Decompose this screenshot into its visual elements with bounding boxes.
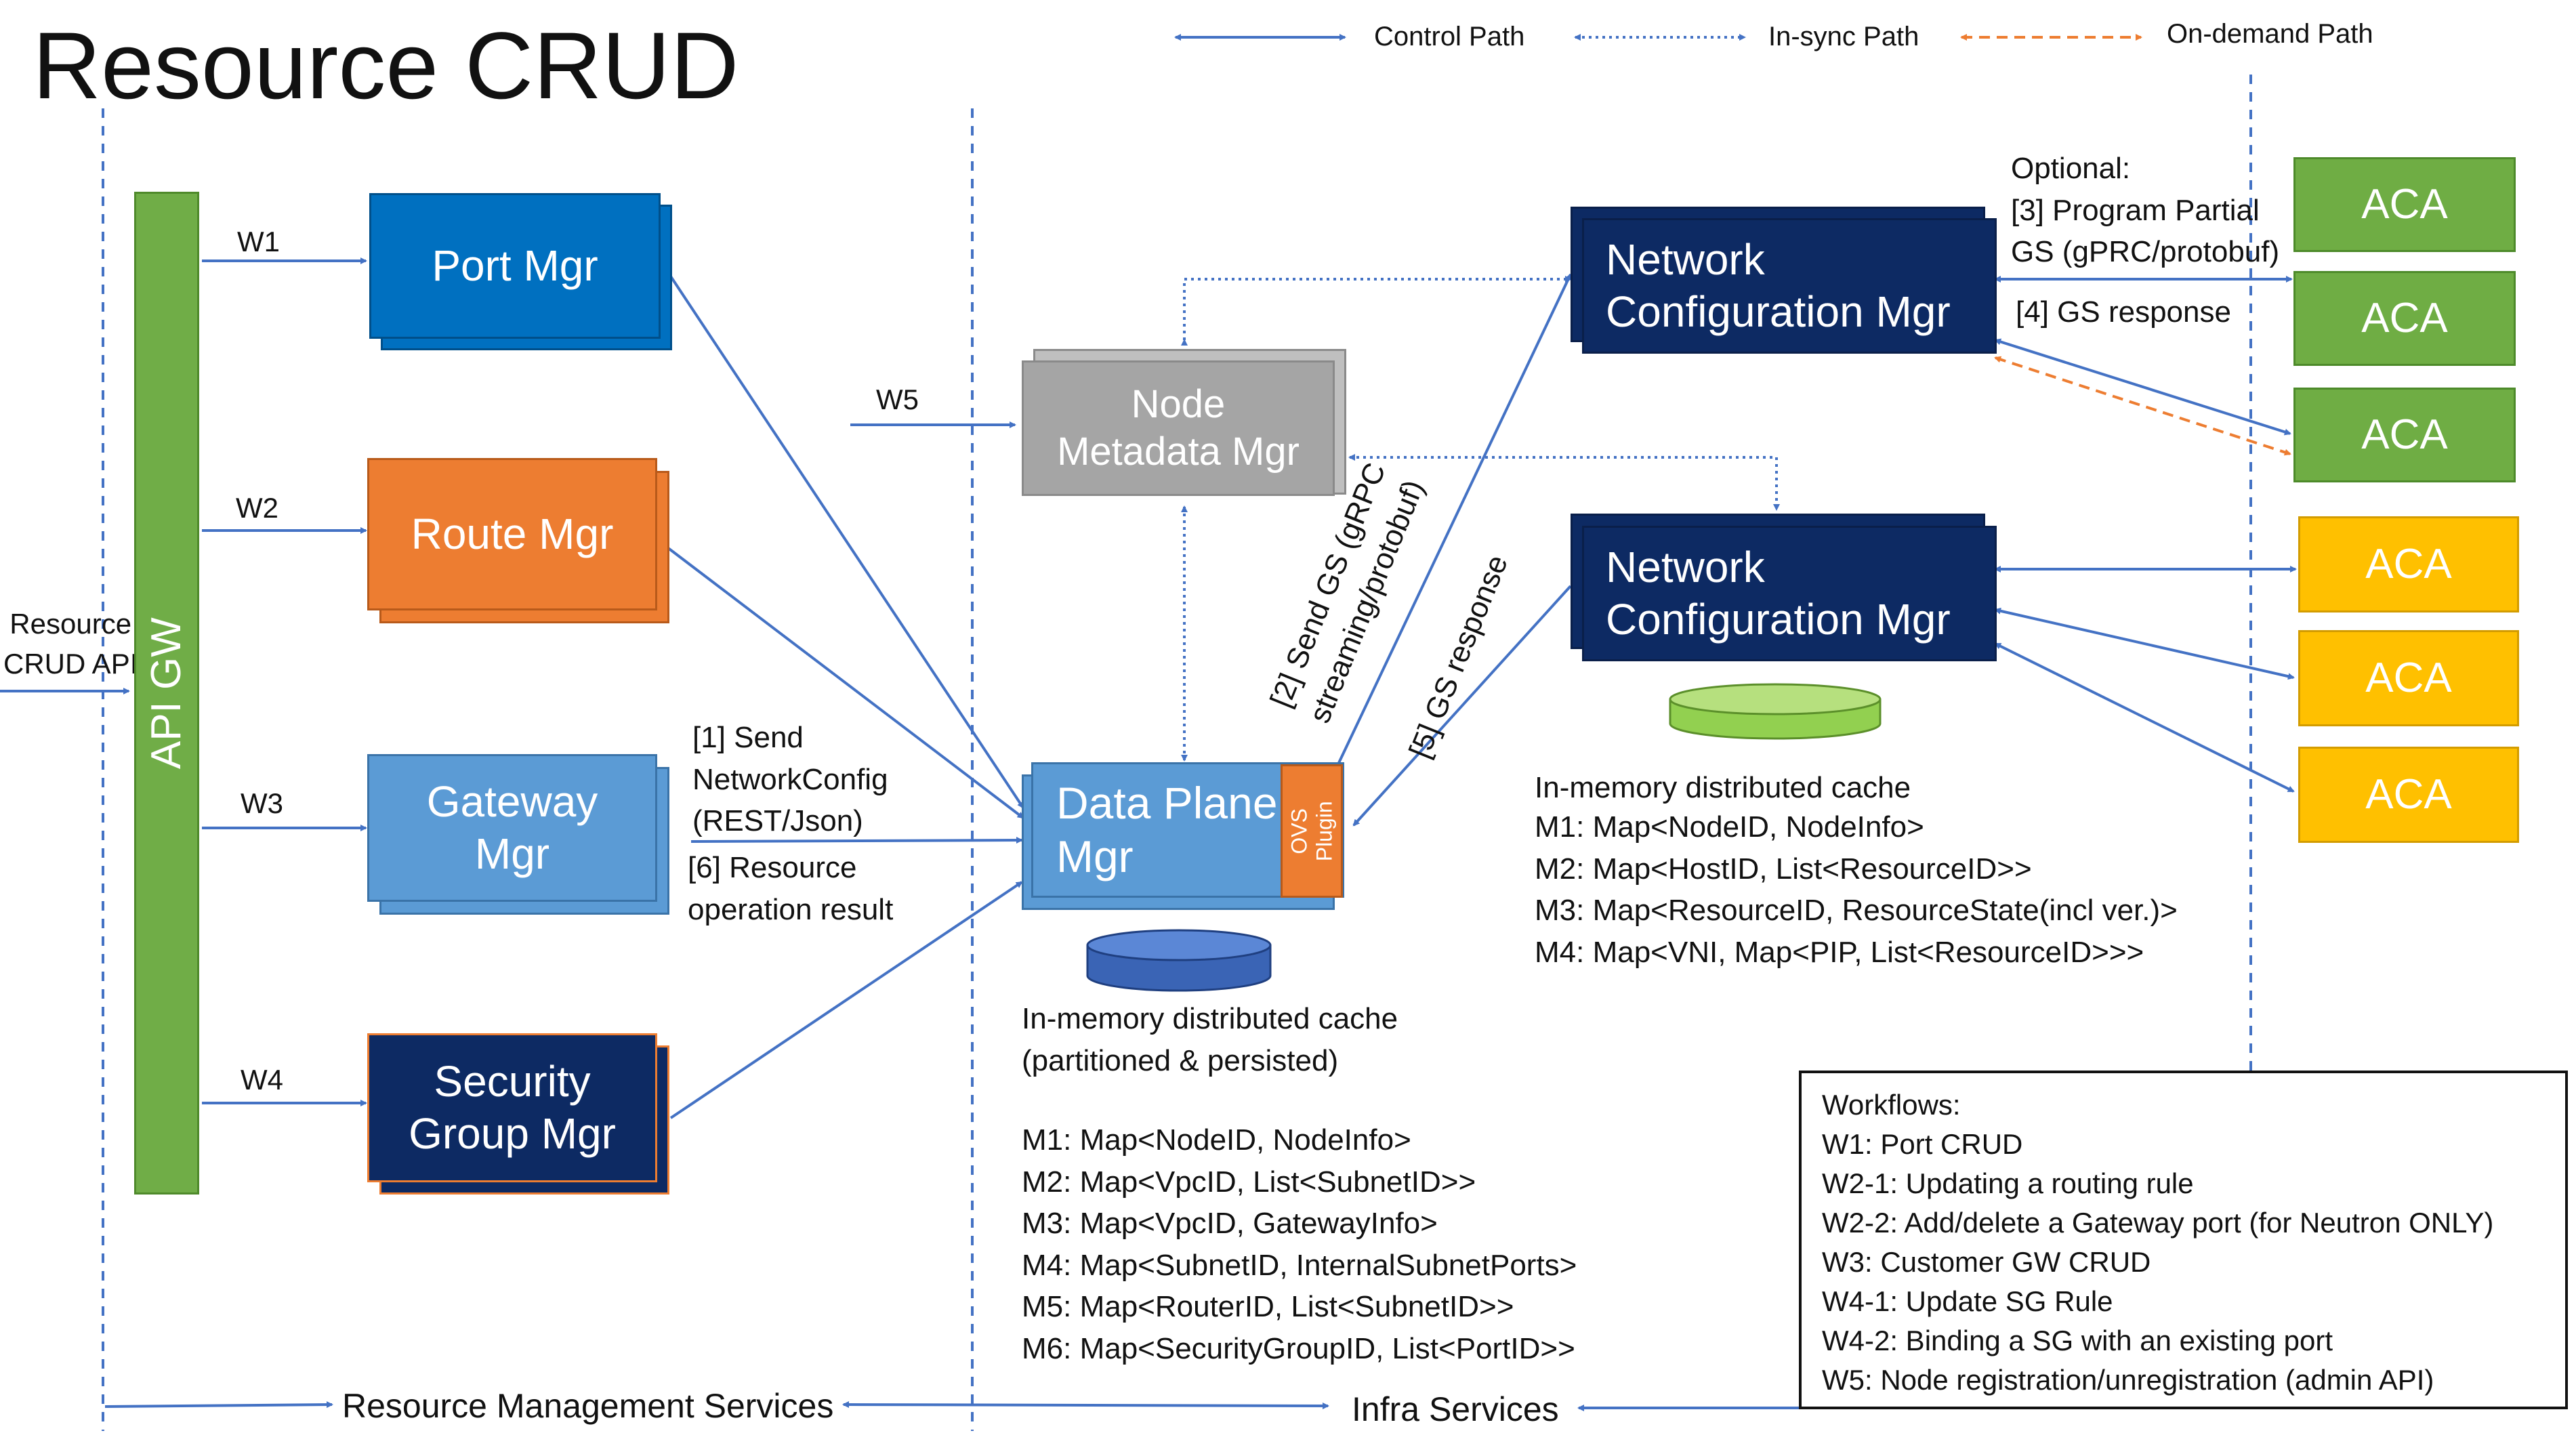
dp-cache-heading: In-memory distributed cache (partitioned… — [1022, 1002, 1398, 1077]
ncm-cache-heading: In-memory distributed cache — [1535, 771, 1911, 804]
api-gateway-label: API GW — [142, 617, 190, 769]
ncm-cache-map: M2: Map<HostID, List<ResourceID>> — [1535, 852, 2032, 886]
dp-cache-map: M1: Map<NodeID, NodeInfo> — [1022, 1123, 1411, 1157]
ncm-cache-map: M1: Map<NodeID, NodeInfo> — [1535, 810, 1924, 844]
w4-label: W4 — [241, 1064, 283, 1096]
control-arrows — [0, 257, 2297, 1411]
aca-green-2[interactable]: ACA — [2293, 271, 2516, 366]
resource-crud-api-label: Resource CRUD API — [3, 608, 138, 680]
w1-label: W1 — [237, 226, 280, 257]
operation-result-annotation: [6] Resource operation result — [688, 851, 894, 926]
workflow-item: W4-1: Update SG Rule — [1822, 1285, 2113, 1317]
boundary-lines — [102, 75, 2252, 1431]
legend-ondemand-label: On-demand Path — [2167, 19, 2373, 49]
ovs-plugin-box[interactable]: OVS Plugin — [1281, 764, 1343, 898]
ncm-cache-map-list: M1: Map<NodeID, NodeInfo> M2: Map<HostID… — [1535, 806, 2178, 973]
node-metadata-mgr-box[interactable]: Node Metadata Mgr — [1022, 360, 1335, 496]
gateway-mgr-box[interactable]: Gateway Mgr — [367, 754, 657, 902]
workflow-item: W2-2: Add/delete a Gateway port (for Neu… — [1822, 1207, 2494, 1239]
api-gateway-box[interactable]: API GW — [134, 192, 199, 1195]
w3-label: W3 — [241, 787, 283, 819]
dp-cache-map: M5: Map<RouterID, List<SubnetID>> — [1022, 1290, 1514, 1324]
route-mgr-box[interactable]: Route Mgr — [367, 458, 657, 610]
aca-green-1[interactable]: ACA — [2293, 157, 2516, 252]
gs-response-4-annotation: [4] GS response — [2016, 295, 2231, 329]
dp-cache-map: M4: Map<SubnetID, InternalSubnetPorts> — [1022, 1248, 1577, 1282]
send-config-annotation: [1] Send NetworkConfig (REST/Json) — [692, 721, 888, 838]
ondemand-arrow — [1994, 356, 2291, 456]
insync-arrows — [1181, 276, 1780, 762]
ovs-plugin-label: OVS Plugin — [1287, 801, 1337, 861]
workflow-item: W2-1: Updating a routing rule — [1822, 1167, 2194, 1199]
legend-control-label: Control Path — [1374, 22, 1525, 51]
port-mgr-box[interactable]: Port Mgr — [369, 193, 661, 339]
workflows-heading: Workflows: — [1822, 1089, 1961, 1121]
workflow-item: W3: Customer GW CRUD — [1822, 1246, 2151, 1278]
workflow-item: W4-2: Binding a SG with an existing port — [1822, 1325, 2333, 1356]
ncm-top-box[interactable]: Network Configuration Mgr — [1582, 218, 1997, 354]
security-group-mgr-box[interactable]: Security Group Mgr — [367, 1033, 657, 1182]
dp-cache-map-list: M1: Map<NodeID, NodeInfo> M2: Map<VpcID,… — [1022, 1119, 1577, 1370]
workflows-legend-box: Workflows: W1: Port CRUD W2-1: Updating … — [1799, 1071, 2568, 1409]
w5-label: W5 — [876, 383, 919, 415]
infra-services-label: Infra Services — [1352, 1390, 1559, 1428]
dp-cache-map: M2: Map<VpcID, List<SubnetID>> — [1022, 1165, 1476, 1199]
resource-management-services-label: Resource Management Services — [342, 1387, 834, 1425]
workflow-item: W5: Node registration/unregistration (ad… — [1822, 1364, 2434, 1396]
page-title: Resource CRUD — [33, 12, 739, 119]
dp-cache-map: M3: Map<VpcID, GatewayInfo> — [1022, 1207, 1438, 1241]
legend-insync-label: In-sync Path — [1768, 22, 1919, 51]
ncm-bottom-box[interactable]: Network Configuration Mgr — [1582, 526, 1997, 661]
aca-yellow-2[interactable]: ACA — [2298, 630, 2519, 726]
ncm-cache-map: M3: Map<ResourceID, ResourceState(incl v… — [1535, 894, 2178, 928]
workflow-item: W1: Port CRUD — [1822, 1128, 2023, 1160]
aca-yellow-3[interactable]: ACA — [2298, 747, 2519, 843]
optional-annotation: Optional: [3] Program Partial GS (gPRC/p… — [2011, 152, 2280, 269]
aca-yellow-1[interactable]: ACA — [2298, 516, 2519, 612]
dp-cache-map: M6: Map<SecurityGroupID, List<PortID>> — [1022, 1331, 1575, 1365]
dp-cache-cylinder — [1086, 929, 1272, 992]
aca-green-3[interactable]: ACA — [2293, 388, 2516, 482]
ncm-cache-cylinder — [1669, 683, 1882, 740]
ncm-cache-map: M4: Map<VNI, Map<PIP, List<ResourceID>>> — [1535, 935, 2144, 969]
w2-label: W2 — [236, 492, 278, 524]
